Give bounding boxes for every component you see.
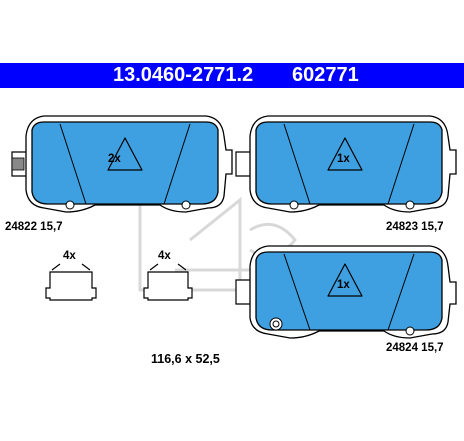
brake-pad-3 xyxy=(235,245,457,339)
pad-1-friction-material xyxy=(31,121,219,205)
clip-1 xyxy=(45,263,97,301)
pad-3-friction-material xyxy=(255,251,443,331)
pad-2-hole-icon xyxy=(289,200,299,210)
pad-2-hole-icon xyxy=(405,200,415,210)
pad-3-hole-icon xyxy=(269,317,283,331)
title-bar: 13.0460-2771.2 602771 xyxy=(0,63,464,88)
clip-1-count: 4x xyxy=(63,250,76,262)
brake-pad-1 xyxy=(11,115,233,213)
pad-2-triangle-icon xyxy=(327,137,363,171)
pad-3-hole-icon xyxy=(272,320,280,328)
pad-3-hole-icon xyxy=(405,326,415,336)
pad-1-wear-sensor xyxy=(11,157,25,171)
dimensions-label: 116,6 x 52,5 xyxy=(151,352,220,366)
pad-1-triangle-icon xyxy=(107,137,143,171)
pad-3-code: 24824 15,7 xyxy=(386,342,444,354)
pad-3-triangle-icon xyxy=(327,263,363,297)
pad-3-count: 1x xyxy=(337,279,350,291)
pad-1-hole-icon xyxy=(181,200,191,210)
part-number: 13.0460-2771.2 xyxy=(113,64,254,86)
pad-1-hole-icon xyxy=(65,200,75,210)
pad-2-friction-material xyxy=(255,121,443,205)
brake-pad-2 xyxy=(235,115,457,213)
clip-2 xyxy=(143,263,193,301)
pad-1-chamfer-lines xyxy=(59,123,191,205)
reference-number: 602771 xyxy=(292,64,359,86)
pad-2-count: 1x xyxy=(337,153,350,165)
pad-1-count: 2x xyxy=(108,153,121,165)
pad-2-code: 24823 15,7 xyxy=(386,221,444,233)
pad-2-chamfer-lines xyxy=(283,123,415,205)
clip-2-count: 4x xyxy=(158,250,171,262)
pad-3-chamfer-lines xyxy=(283,253,415,331)
pad-1-code: 24822 15,7 xyxy=(5,221,63,233)
